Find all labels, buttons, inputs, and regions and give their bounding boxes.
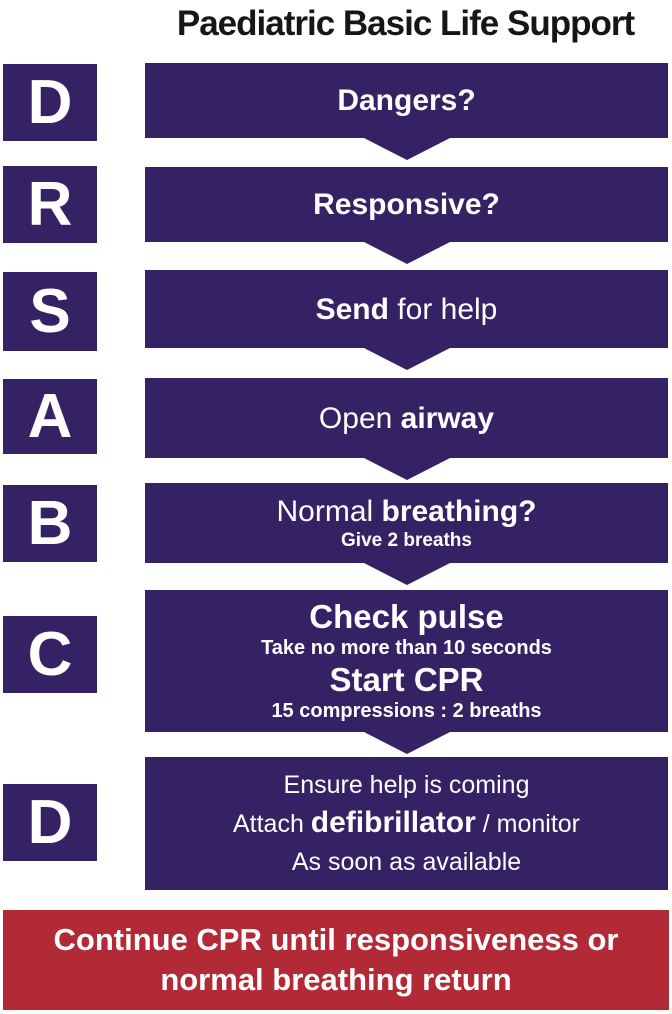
flow-step-defibrillator: Ensure help is coming Attach defibrillat… xyxy=(145,757,668,890)
flow-step-dangers: Dangers? xyxy=(145,63,668,160)
letter-badge-b-breathing: B xyxy=(3,485,97,562)
flow-step-open-airway: Open airway xyxy=(145,378,668,480)
step-text: As soon as available xyxy=(291,848,522,876)
flow-step-check-pulse-start-cpr: Check pulse Take no more than 10 seconds… xyxy=(145,590,668,754)
step-subtext: Take no more than 10 seconds xyxy=(261,637,552,659)
letter-badge-r-responsive: R xyxy=(3,166,97,243)
flow-step-responsive: Responsive? xyxy=(145,167,668,264)
down-arrow-icon xyxy=(363,732,450,754)
step-subtext: 15 compressions : 2 breaths xyxy=(271,700,542,722)
down-arrow-icon xyxy=(363,242,450,264)
continue-cpr-banner: Continue CPR until responsiveness or nor… xyxy=(3,910,669,1010)
step-text: Attach defibrillator / monitor xyxy=(232,806,581,839)
down-arrow-icon xyxy=(363,138,450,160)
step-text: Normal breathing? xyxy=(276,495,537,528)
step-text: Dangers? xyxy=(337,84,476,117)
letter-badge-c-cpr: C xyxy=(3,616,97,693)
flow-step-send-for-help: Send for help xyxy=(145,270,668,370)
down-arrow-icon xyxy=(363,348,450,370)
banner-text-line2: normal breathing return xyxy=(160,962,512,997)
step-subtext: Give 2 breaths xyxy=(341,530,472,551)
letter-badge-a-airway: A xyxy=(3,379,97,454)
step-text: Responsive? xyxy=(313,188,500,221)
step-text: Ensure help is coming xyxy=(283,771,530,799)
flow-step-normal-breathing: Normal breathing? Give 2 breaths xyxy=(145,483,668,585)
down-arrow-icon xyxy=(363,563,450,585)
letter-badge-s-send: S xyxy=(3,272,97,351)
letter-badge-d-defibrillator: D xyxy=(3,784,97,861)
step-text: Open airway xyxy=(318,401,495,435)
step-text: Start CPR xyxy=(329,661,484,698)
letter-badge-d-danger: D xyxy=(3,64,97,141)
step-text: Send for help xyxy=(315,292,498,326)
banner-text-line1: Continue CPR until responsiveness or xyxy=(53,922,619,957)
page-title: Paediatric Basic Life Support xyxy=(176,4,635,43)
step-text: Check pulse xyxy=(309,598,504,635)
down-arrow-icon xyxy=(363,458,450,480)
